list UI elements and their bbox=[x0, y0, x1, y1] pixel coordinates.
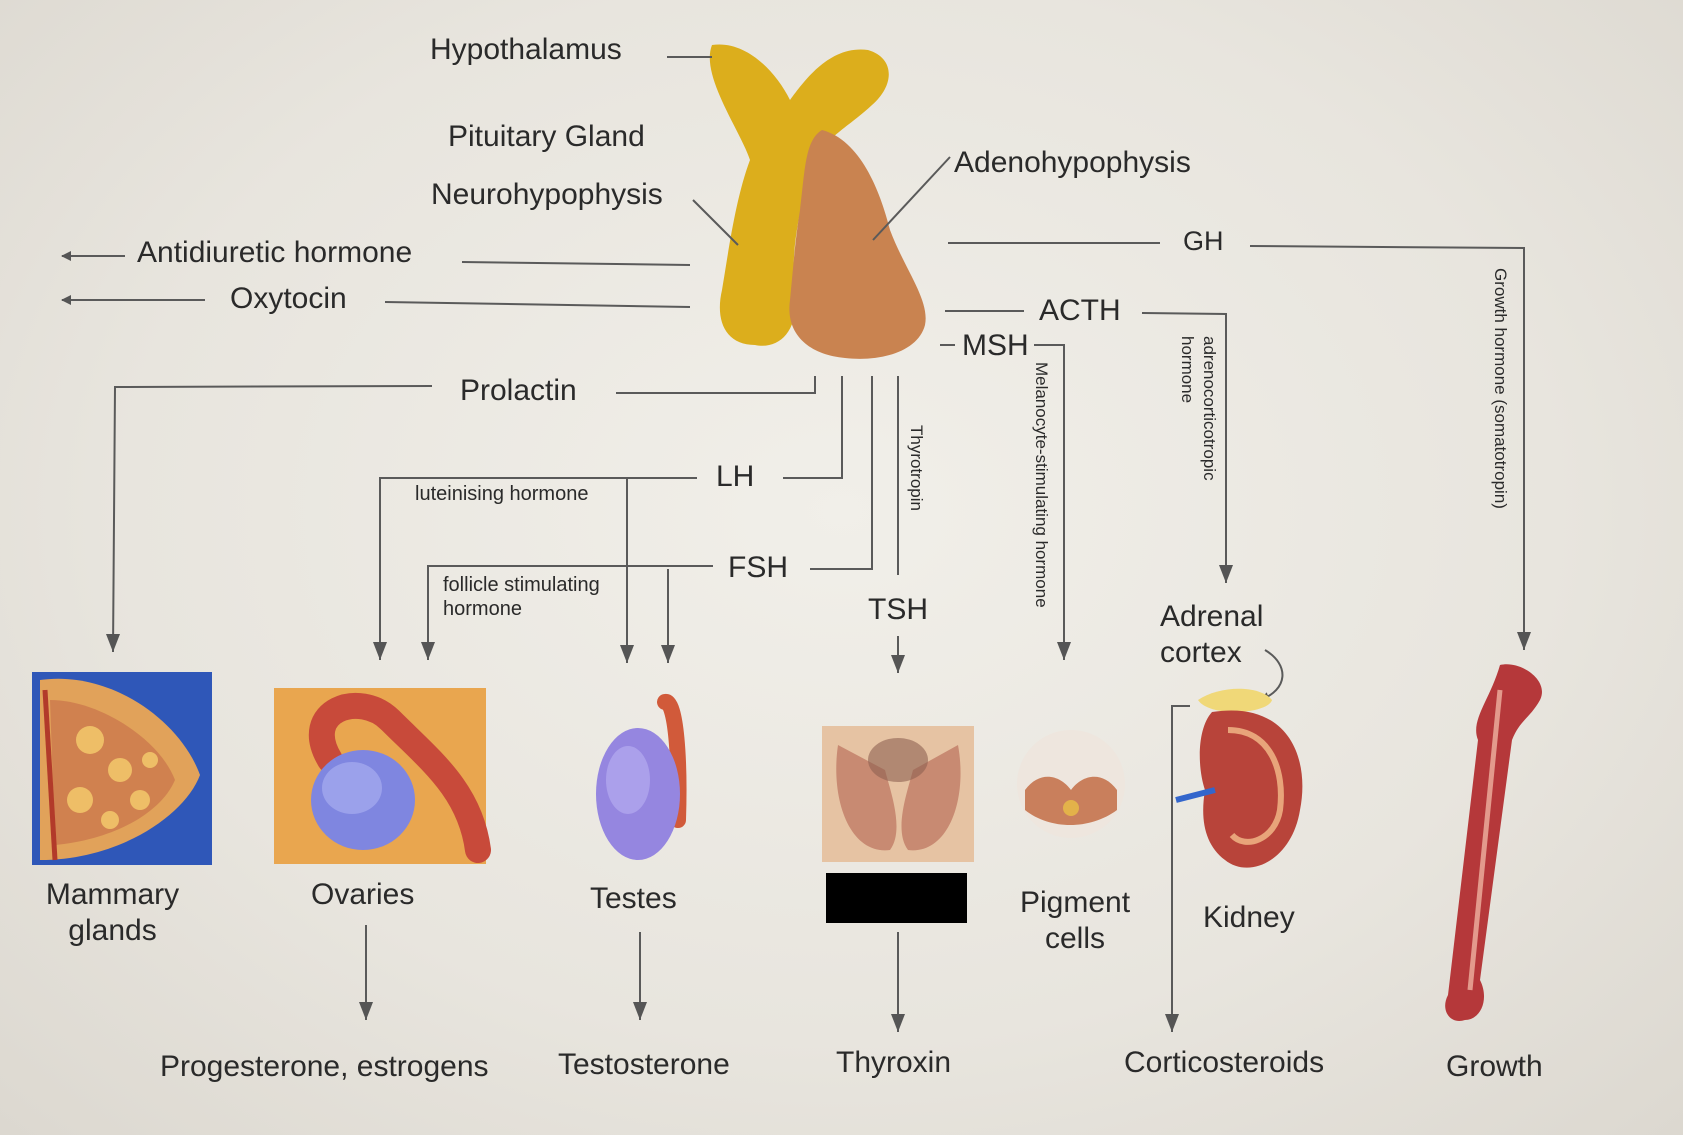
lh-label: LH bbox=[716, 460, 755, 493]
adh-label: Antidiuretic hormone bbox=[137, 236, 413, 269]
gh-full-name: Growth hormone (somatotropin) bbox=[1491, 268, 1510, 509]
acth-full-name-line2: hormone bbox=[1178, 336, 1197, 404]
mammary-glands-label-1: Mammary bbox=[45, 878, 180, 911]
msh-arrow bbox=[1034, 344, 1071, 660]
fsh-full-name-line2: hormone bbox=[443, 598, 522, 620]
fsh-full-name-line1: follicle stimulating bbox=[443, 574, 600, 596]
mammary-gland-image bbox=[32, 672, 212, 865]
ovaries-label: Ovaries bbox=[311, 878, 415, 911]
thyroid-image bbox=[822, 726, 974, 862]
testes-label: Testes bbox=[590, 882, 677, 915]
fsh-line-right bbox=[810, 376, 873, 570]
neurohypophysis-pointer bbox=[692, 199, 739, 246]
gh-arrow bbox=[1249, 245, 1531, 650]
bone-product-label: Growth bbox=[1446, 1050, 1543, 1083]
oxytocin-label: Oxytocin bbox=[230, 282, 347, 315]
redacted-label-box bbox=[826, 873, 967, 923]
thyroid-product-label: Thyroxin bbox=[836, 1046, 952, 1079]
adenohypophysis-pointer bbox=[872, 156, 951, 241]
kidney-label: Kidney bbox=[1203, 901, 1295, 934]
pituitary-gland-label: Pituitary Gland bbox=[448, 120, 645, 153]
lh-arrow-ovaries bbox=[373, 477, 697, 660]
acth-label: ACTH bbox=[1039, 294, 1121, 327]
msh-label: MSH bbox=[962, 329, 1029, 362]
prolactin-arrow bbox=[106, 385, 433, 653]
pigment-cells-label-1: Pigment bbox=[1019, 886, 1131, 919]
prolactin-line-right bbox=[616, 376, 816, 394]
tsh-full-name: Thyrotropin bbox=[907, 425, 926, 511]
testes-product-label: Testosterone bbox=[558, 1048, 730, 1081]
pigment-cells-image bbox=[1017, 730, 1125, 838]
hypothalamus-label: Hypothalamus bbox=[430, 33, 622, 66]
msh-full-name: Melanocyte-stimulating hormone bbox=[1032, 362, 1051, 608]
testis-image bbox=[596, 694, 687, 860]
neurohypophysis-label: Neurohypophysis bbox=[431, 178, 663, 211]
mammary-glands-label-2: glands bbox=[68, 914, 157, 947]
ovaries-product-label: Progesterone, estrogens bbox=[160, 1050, 489, 1083]
acth-full-name-line1: adrenocorticotropic bbox=[1200, 336, 1219, 481]
tsh-label: TSH bbox=[868, 593, 928, 626]
adrenal-curve-arrow bbox=[1259, 649, 1284, 702]
prolactin-label: Prolactin bbox=[460, 374, 577, 407]
adenohypophysis-label: Adenohypophysis bbox=[954, 146, 1191, 179]
pigment-cells-label-2: cells bbox=[1044, 922, 1105, 955]
kidney-image bbox=[1175, 688, 1303, 868]
neurohypophysis-shape bbox=[709, 44, 889, 346]
fsh-label: FSH bbox=[728, 551, 788, 584]
femur-image bbox=[1445, 664, 1542, 1021]
adenohypophysis-shape bbox=[789, 130, 926, 359]
lh-full-name: luteinising hormone bbox=[415, 483, 589, 505]
adrenal-product-arrow bbox=[1165, 705, 1190, 1032]
gh-label: GH bbox=[1183, 226, 1224, 256]
adrenal-product-label: Corticosteroids bbox=[1124, 1046, 1325, 1079]
lh-line-right bbox=[783, 376, 843, 479]
acth-arrow bbox=[1141, 312, 1233, 583]
adh-line bbox=[461, 261, 691, 266]
oxytocin-line bbox=[384, 301, 691, 308]
adrenal-cortex-label-2: cortex bbox=[1160, 636, 1242, 669]
adrenal-cortex-label-1: Adrenal bbox=[1160, 600, 1264, 633]
ovary-image bbox=[274, 688, 491, 864]
fsh-arrow-ovaries bbox=[421, 565, 713, 660]
